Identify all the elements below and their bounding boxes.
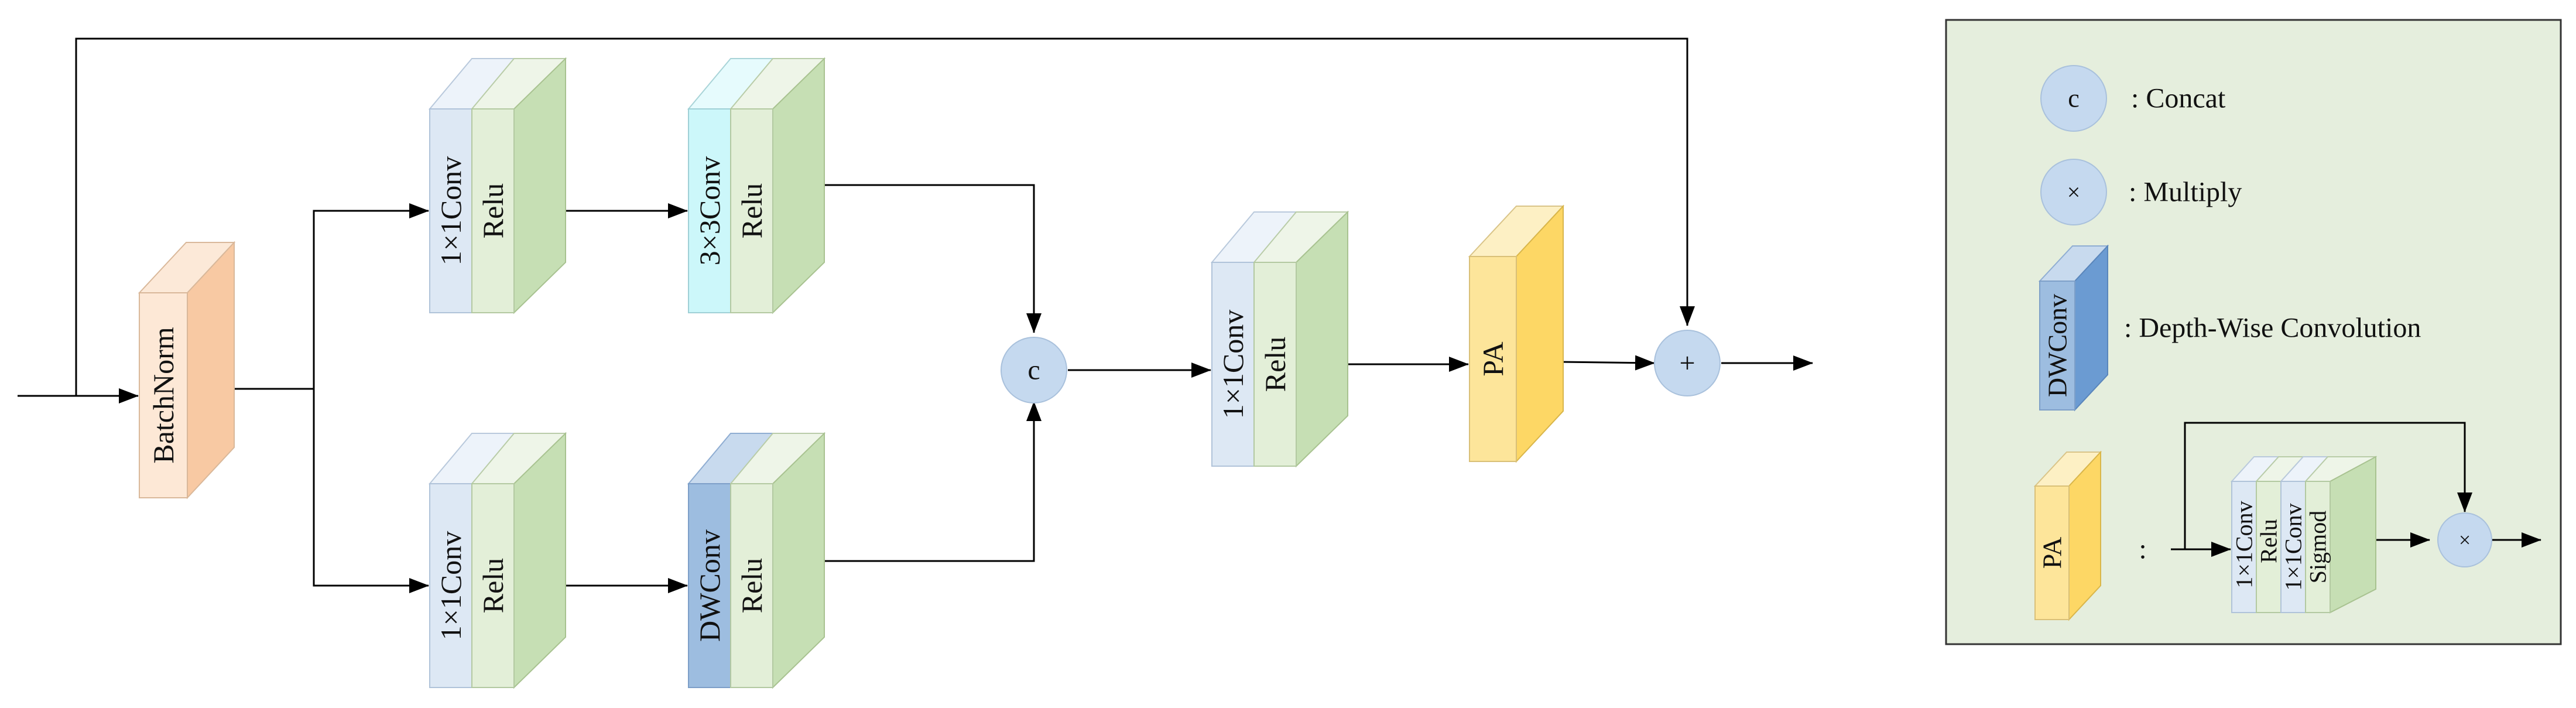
arrow-pa-to-add xyxy=(1561,355,1655,371)
arrow-to-top-conv xyxy=(313,203,429,389)
legend-pa-colon: : xyxy=(2139,534,2146,565)
legend-dwconv-label: : Depth-Wise Convolution xyxy=(2124,313,2421,344)
pa-label: PA xyxy=(1477,341,1509,376)
legend-dwconv: DWConv : Depth-Wise Convolution xyxy=(2038,244,2421,412)
bottom-relu2-label: Relu xyxy=(735,558,768,613)
legend-panel: c : Concat × : Multiply DWConv : Depth-W… xyxy=(1945,19,2562,645)
legend-multiply-label: : Multiply xyxy=(2129,177,2242,208)
merge-relu-label: Relu xyxy=(1259,337,1292,392)
top-relu2-label: Relu xyxy=(735,183,768,238)
connections xyxy=(18,37,1813,593)
bottom-dwconv-relu-block: DWConv Relu xyxy=(687,432,826,689)
bottom-relu-label: Relu xyxy=(477,558,509,613)
arrow-bottom-to-concat xyxy=(823,401,1042,562)
batchnorm-block: BatchNorm xyxy=(138,241,236,500)
legend-pa-connections xyxy=(2171,422,2541,557)
batchnorm-label: BatchNorm xyxy=(147,327,180,463)
legend-pa: PA : 1×1Conv Relu xyxy=(2033,422,2541,621)
legend-pa-block-label: PA xyxy=(2037,537,2067,569)
legend-multiply: × : Multiply xyxy=(2040,159,2242,225)
concat-node: c xyxy=(1001,337,1067,403)
legend-pa-conv1-label: 1×1Conv xyxy=(2231,501,2258,588)
legend-pa-multiply-node xyxy=(2437,512,2492,567)
arrow-top-to-concat xyxy=(823,184,1042,333)
bottom-conv-relu-block: 1×1Conv Relu xyxy=(428,432,567,689)
merge-conv-label: 1×1Conv xyxy=(1217,310,1249,419)
bottom-conv-label: 1×1Conv xyxy=(434,531,467,641)
top-conv-label: 1×1Conv xyxy=(434,156,467,266)
top-relu-label: Relu xyxy=(477,183,509,238)
legend-pa-relu-label: Relu xyxy=(2256,519,2282,563)
legend-pa-stack: 1×1Conv Relu 1×1Conv Sigmod xyxy=(2230,456,2378,614)
concat-symbol: c xyxy=(1027,355,1040,386)
add-node: + xyxy=(1654,330,1721,396)
legend-pa-sigmoid-label: Sigmod xyxy=(2305,511,2331,583)
arrow-to-bottom-conv xyxy=(313,389,429,593)
legend-concat-label: : Concat xyxy=(2131,83,2226,114)
legend-dwconv-block-label: DWConv xyxy=(2043,294,2073,397)
legend-pa-conv2-label: 1×1Conv xyxy=(2280,503,2307,590)
top-3x3conv-relu-block: 3×3Conv Relu xyxy=(687,57,826,314)
pa-block: PA xyxy=(1468,204,1565,463)
top-conv-relu-block: 1×1Conv Relu xyxy=(428,57,567,314)
skip-connection xyxy=(75,37,1695,396)
add-symbol: + xyxy=(1679,348,1695,379)
bottom-dwconv-label: DWConv xyxy=(693,529,726,642)
merge-conv-relu-block: 1×1Conv Relu xyxy=(1210,210,1349,468)
legend-multiply-symbol: × xyxy=(2067,179,2081,206)
legend-concat-symbol: c xyxy=(2068,84,2080,113)
top-3x3conv-label: 3×3Conv xyxy=(693,156,726,266)
legend-pa-multiply-symbol: × xyxy=(2459,528,2471,552)
legend-concat: c : Concat xyxy=(2040,65,2226,132)
